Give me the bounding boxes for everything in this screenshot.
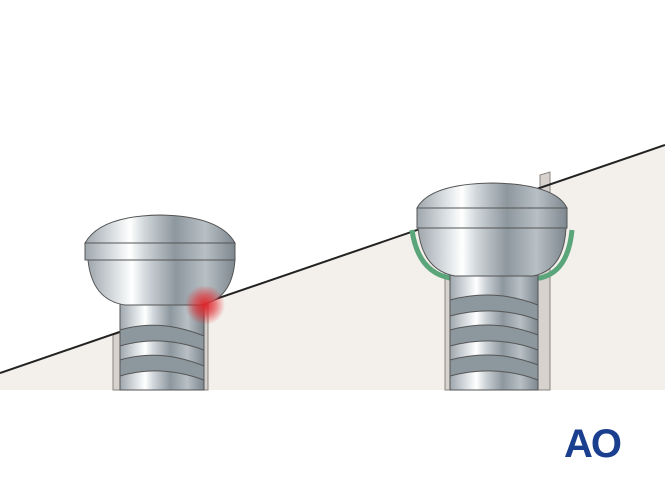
contact-point-highlight xyxy=(185,285,225,325)
screw-right xyxy=(409,182,575,391)
ao-logo: AO xyxy=(564,422,622,466)
bone-surface-line xyxy=(0,144,665,374)
